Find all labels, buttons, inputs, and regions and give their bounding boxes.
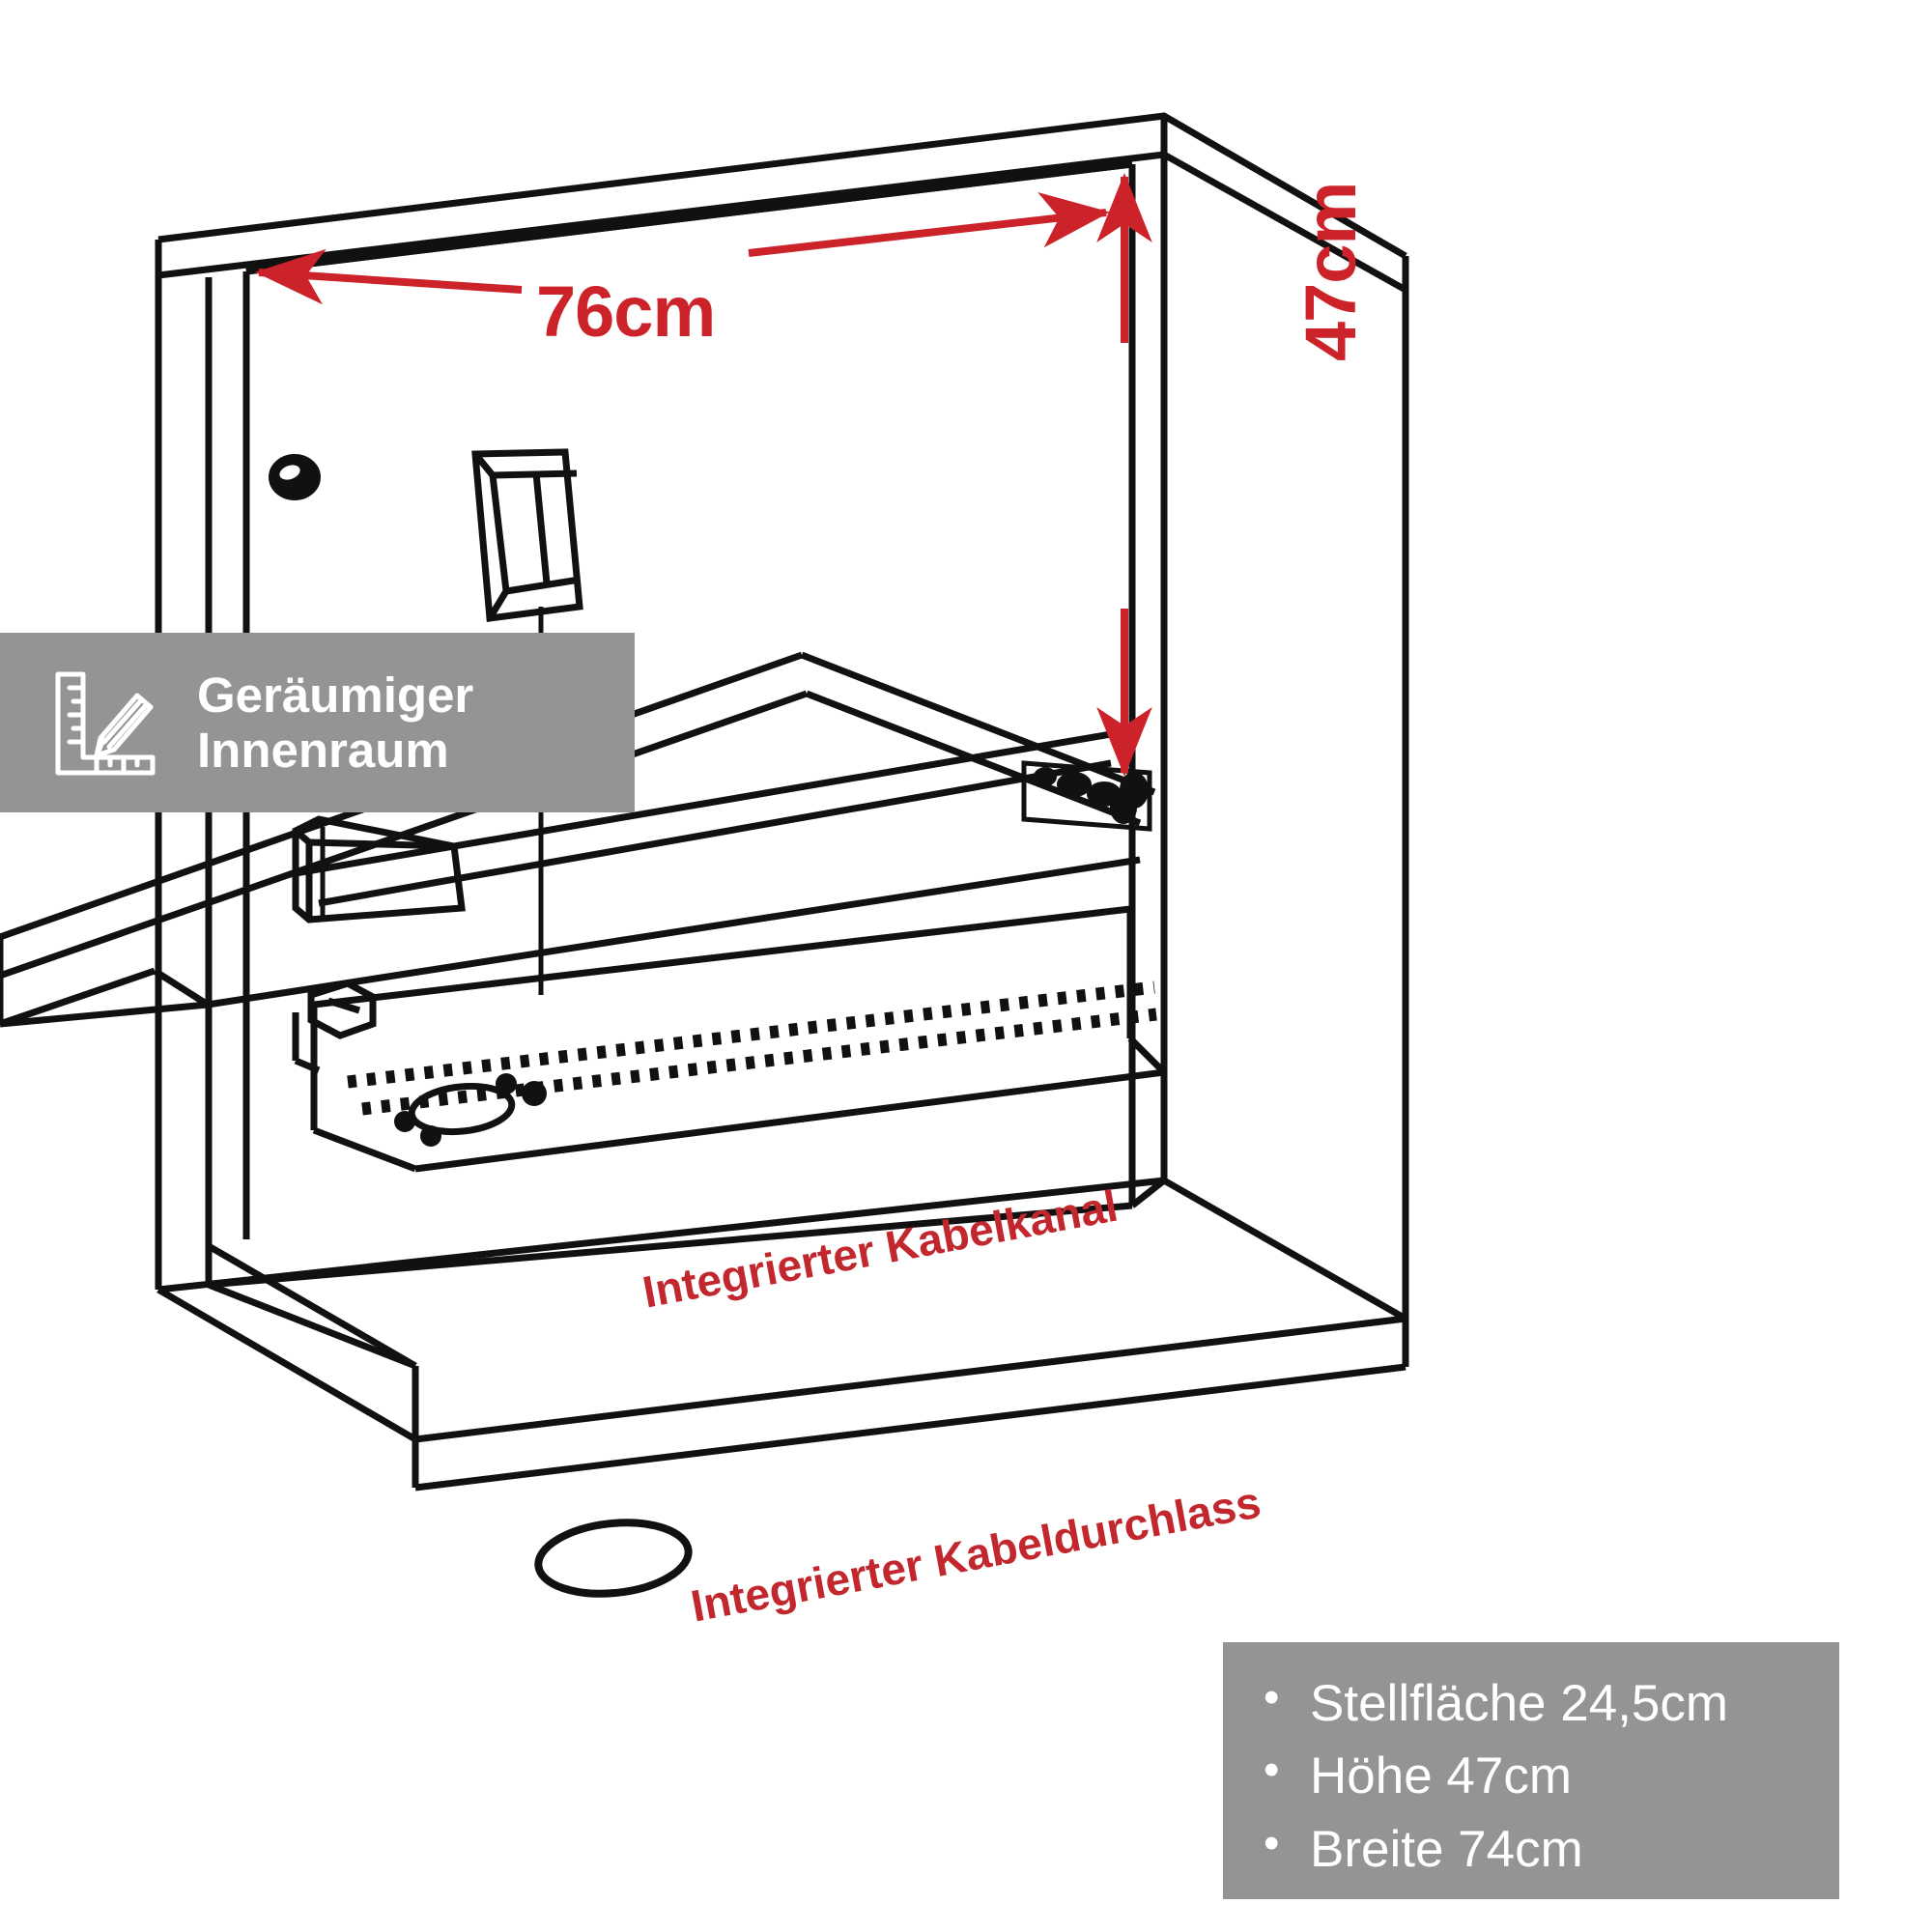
dimension-arrows <box>255 173 1152 777</box>
height-dimension-label: 47cm <box>1291 182 1371 361</box>
hinge-right <box>1034 767 1149 824</box>
ruler-pencil-icon <box>44 665 160 781</box>
spec-item-footprint: Stellfläche 24,5cm <box>1256 1665 1839 1740</box>
specification-list: Stellfläche 24,5cm Höhe 47cm Breite 74cm <box>1256 1665 1839 1886</box>
width-dimension-label: 76cm <box>536 271 716 352</box>
width-arrow-right <box>748 192 1110 257</box>
wall-mount-bracket <box>471 448 583 622</box>
lower-bracket <box>292 815 466 923</box>
channel-screw-dots <box>394 1073 547 1147</box>
bottom-panel <box>157 1177 1406 1443</box>
feature-badge: Geräumiger Innenraum <box>0 633 635 812</box>
feature-badge-label: Geräumiger Innenraum <box>197 667 474 778</box>
top-inner-edge <box>245 160 1133 275</box>
spec-item-width: Breite 74cm <box>1256 1810 1839 1886</box>
flap-outline <box>0 937 210 1008</box>
bottom-fascia <box>412 1319 1409 1492</box>
cable-grommet-hole <box>534 1519 693 1598</box>
hinge-left <box>292 980 377 1074</box>
top-panel <box>155 112 1409 294</box>
screw-hole-inner <box>279 465 300 480</box>
cable-channel <box>310 905 1167 1173</box>
width-arrow-left <box>255 248 523 305</box>
specification-box: Stellfläche 24,5cm Höhe 47cm Breite 74cm <box>1223 1642 1839 1899</box>
spec-item-height: Höhe 47cm <box>1256 1738 1839 1812</box>
